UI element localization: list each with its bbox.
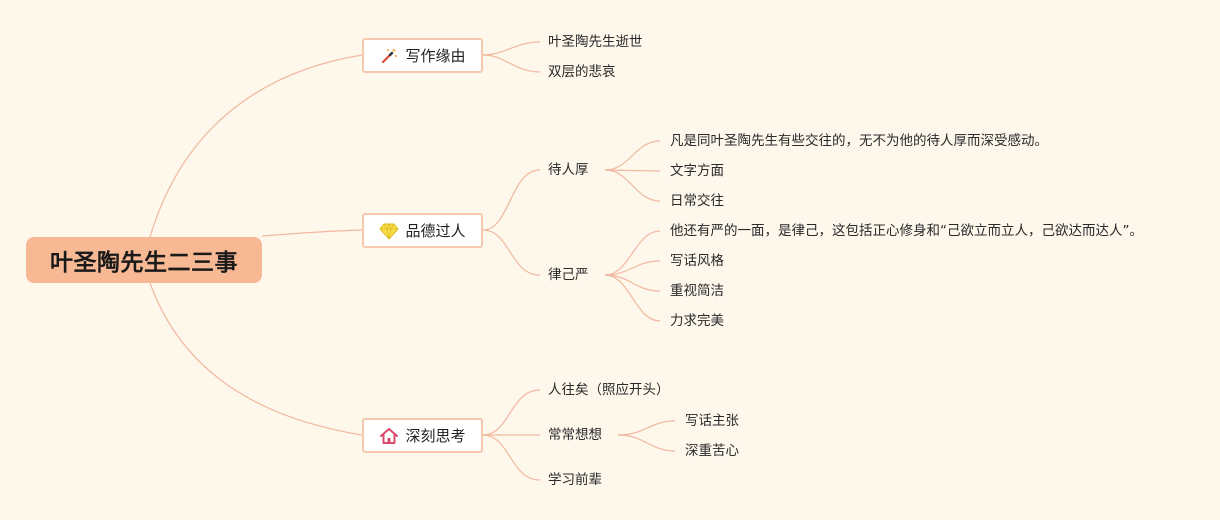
connector-sub2-leaf-4: [604, 274, 661, 322]
leaf-topic[interactable]: 双层的悲哀: [548, 64, 616, 80]
connector-root-branch-2: [261, 229, 363, 237]
connector-sub1-leaf-3: [604, 169, 661, 202]
subtopic-kind-to-others[interactable]: 待人厚: [548, 162, 589, 178]
leaf-topic[interactable]: 人往矣（照应开头）: [548, 382, 670, 398]
magic-wand-icon: [379, 46, 399, 66]
connector-b2-sub-1: [482, 169, 541, 231]
leaf-topic[interactable]: 写话主张: [685, 413, 739, 429]
leaf-topic[interactable]: 叶圣陶先生逝世: [548, 34, 643, 50]
branch-virtue[interactable]: 品德过人: [362, 213, 483, 248]
branch-writing-reason[interactable]: 写作缘由: [362, 38, 483, 73]
connector-sub1-leaf-2: [604, 169, 661, 172]
leaf-topic[interactable]: 日常交往: [670, 193, 724, 209]
branch-label: 品德过人: [405, 222, 466, 240]
connector-root-branch-1: [149, 54, 363, 238]
connector-sub3-leaf-2: [617, 434, 676, 452]
connector-root-branch-3: [149, 282, 363, 436]
connector-b3-leaf-2: [482, 434, 541, 481]
subtopic-often-think[interactable]: 常常想想: [548, 427, 602, 443]
connector-sub2-leaf-3: [604, 274, 661, 292]
subtopic-strict-with-self[interactable]: 律己严: [548, 267, 589, 283]
leaf-topic[interactable]: 重视简洁: [670, 283, 724, 299]
branch-label: 写作缘由: [405, 47, 466, 65]
house-icon: [379, 426, 399, 446]
root-topic-label: 叶圣陶先生二三事: [50, 250, 238, 276]
leaf-topic[interactable]: 凡是同叶圣陶先生有些交往的，无不为他的待人厚而深受感动。: [670, 133, 1048, 149]
leaf-topic[interactable]: 写话风格: [670, 253, 724, 269]
leaf-topic[interactable]: 他还有严的一面，是律己，这包括正心修身和“己欲立而立人，己欲达而达人”。: [670, 223, 1143, 239]
leaf-topic[interactable]: 文字方面: [670, 163, 724, 179]
connector-b1-leaf-1: [482, 41, 541, 56]
root-topic[interactable]: 叶圣陶先生二三事: [26, 237, 262, 283]
connector-sub1-leaf-1: [604, 140, 661, 171]
connector-b3-leaf-1: [482, 389, 541, 436]
leaf-topic[interactable]: 力求完美: [670, 313, 724, 329]
leaf-topic[interactable]: 学习前辈: [548, 472, 602, 488]
leaf-topic[interactable]: 深重苦心: [685, 443, 739, 459]
connector-b1-leaf-2: [482, 54, 541, 73]
branch-deep-thinking[interactable]: 深刻思考: [362, 418, 483, 453]
connector-sub2-leaf-1: [604, 230, 661, 276]
diamond-icon: [379, 221, 400, 241]
branch-label: 深刻思考: [405, 427, 466, 445]
connector-sub3-leaf-1: [617, 420, 676, 436]
connector-b2-sub-2: [482, 229, 541, 276]
connector-sub2-leaf-2: [604, 260, 661, 276]
